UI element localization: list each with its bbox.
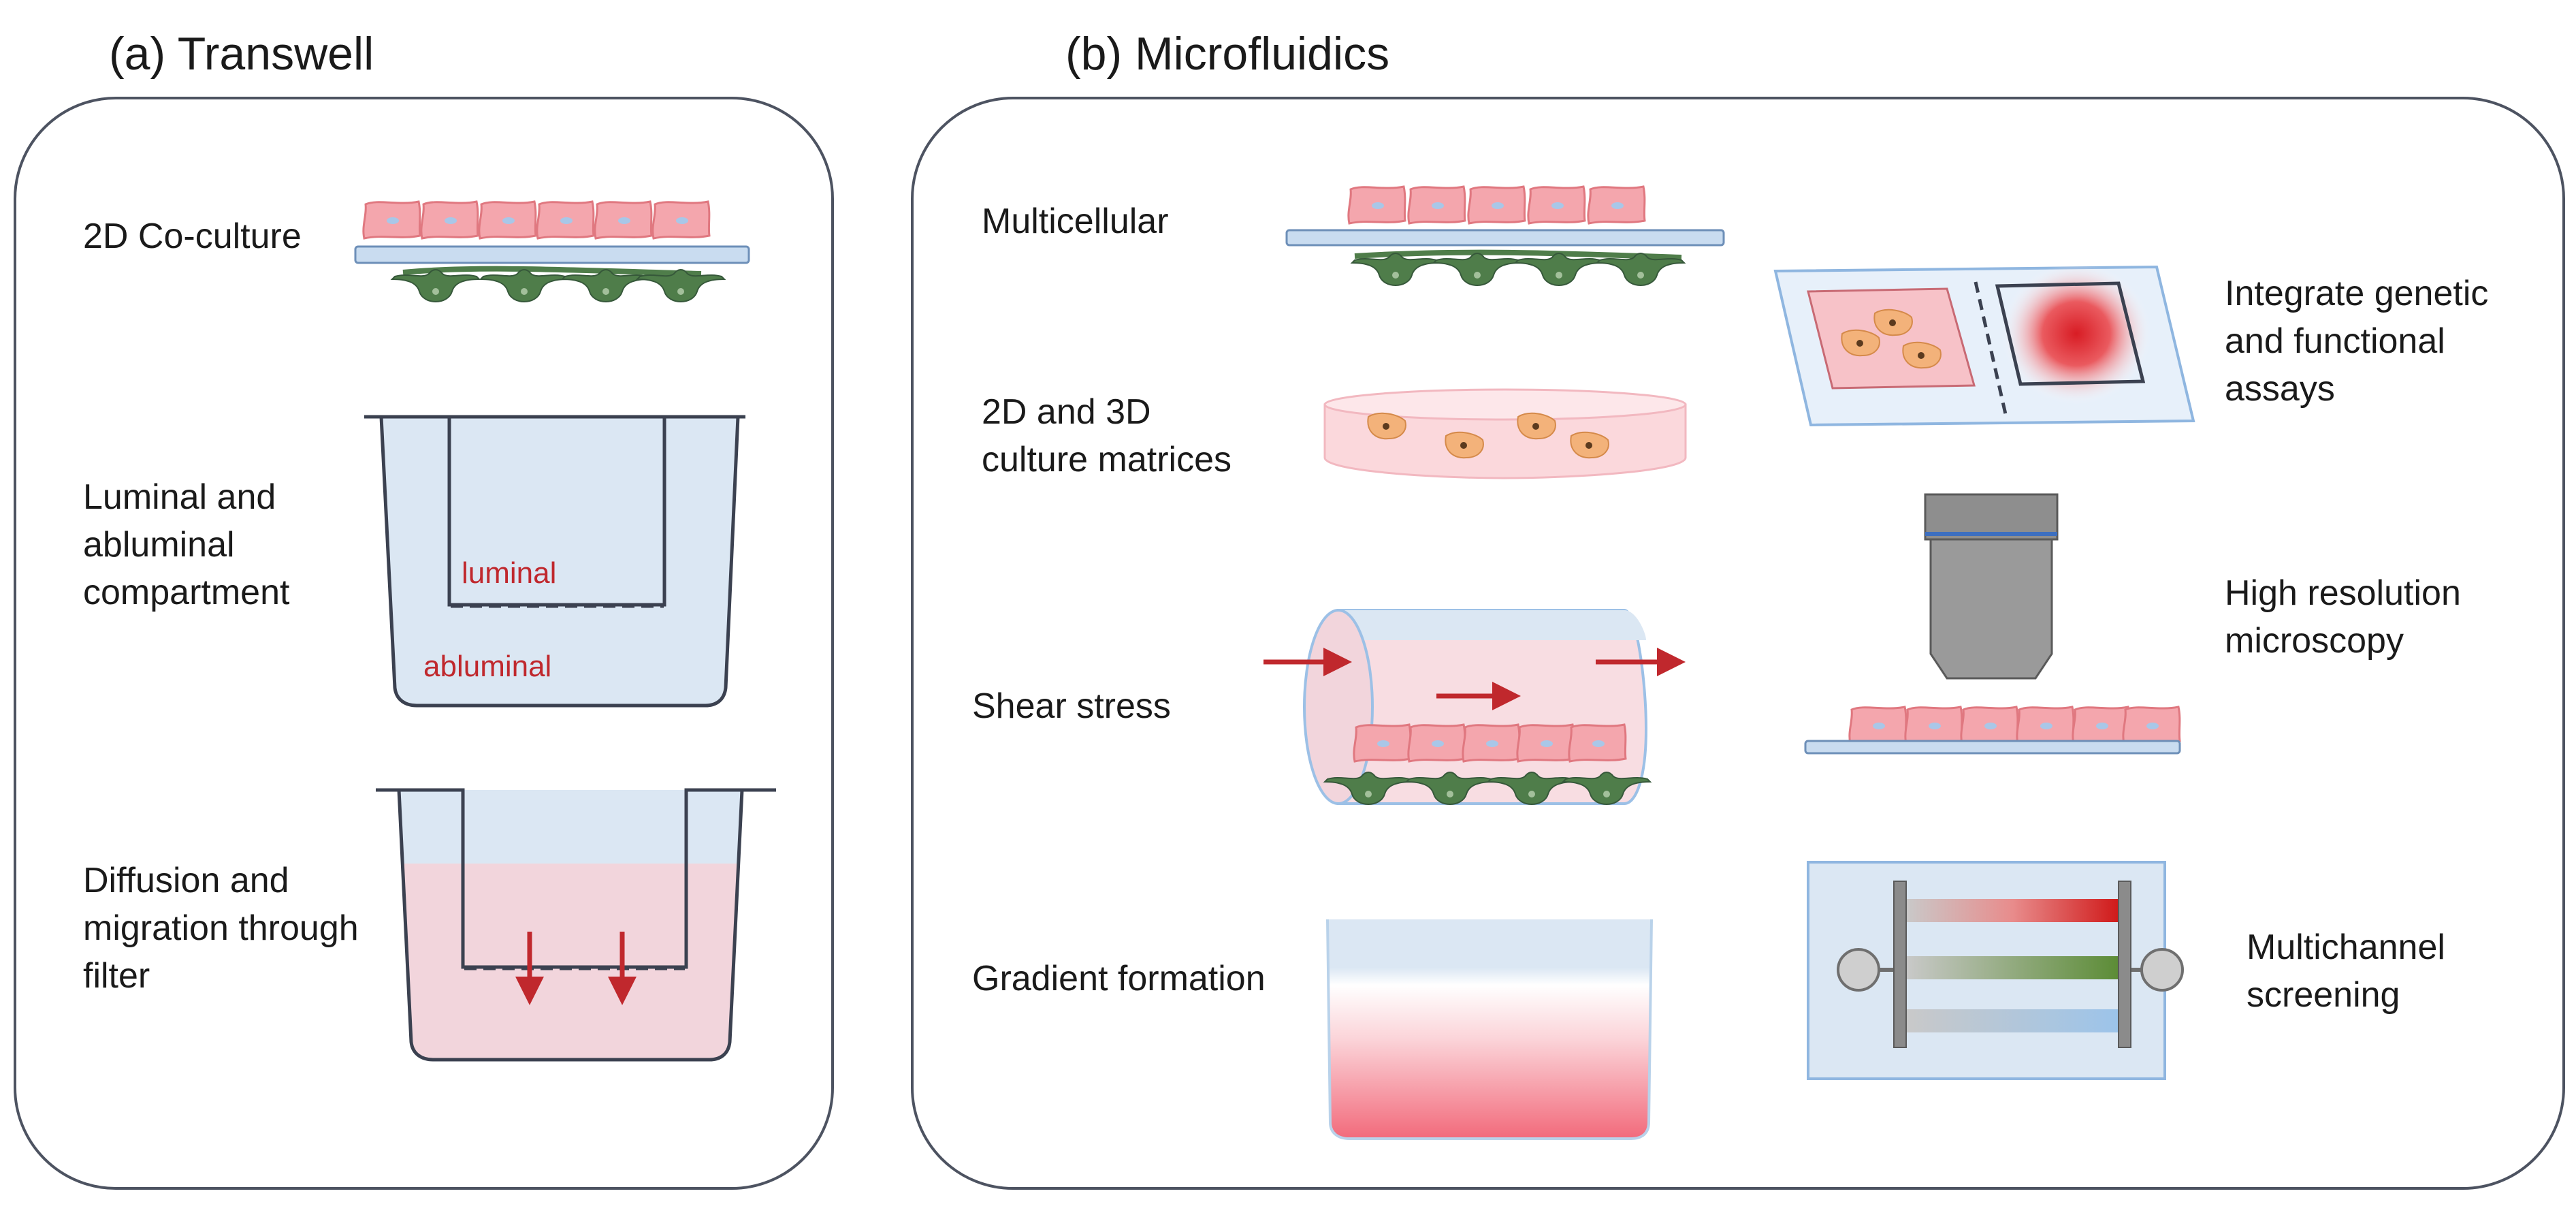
- shear-label: Shear stress: [972, 686, 1171, 726]
- diffusion-label: Diffusion and migration through filter: [83, 861, 359, 996]
- panel-a-title: (a) Transwell: [109, 28, 374, 80]
- abluminal-text: abluminal: [423, 650, 551, 683]
- coculture-illustration: [354, 200, 750, 302]
- genetic-assay-chip-illustration: [1773, 263, 2195, 427]
- luminal-text: luminal: [462, 556, 556, 590]
- coculture-label: 2D Co-culture: [83, 217, 302, 256]
- transwell-diffusion-illustration: [376, 788, 776, 1062]
- gradient-well-illustration: [1326, 919, 1653, 1140]
- transwell-compartment-illustration: luminal abluminal: [364, 415, 745, 708]
- shear-stress-illustration: [1263, 609, 1686, 805]
- multichannel-label: Multichannel screening: [2247, 928, 2445, 1015]
- matrices-label: 2D and 3D culture matrices: [982, 392, 1231, 479]
- multicellular-label: Multicellular: [982, 202, 1169, 241]
- multichannel-chip-illustration: [1807, 861, 2184, 1080]
- panel-a-frame: [14, 97, 834, 1190]
- microscope-illustration: [1804, 493, 2181, 755]
- multicellular-illustration: [1285, 185, 1725, 286]
- panel-b-frame: [911, 97, 2565, 1190]
- culture-matrix-illustration: [1323, 388, 1687, 479]
- gradient-label: Gradient formation: [972, 959, 1266, 998]
- compartment-label: Luminal and abluminal compartment: [83, 477, 290, 612]
- panel-b-title: (b) Microfluidics: [1065, 28, 1390, 80]
- genetic-assays-label: Integrate genetic and functional assays: [2225, 274, 2489, 409]
- microscopy-label: High resolution microscopy: [2225, 573, 2461, 661]
